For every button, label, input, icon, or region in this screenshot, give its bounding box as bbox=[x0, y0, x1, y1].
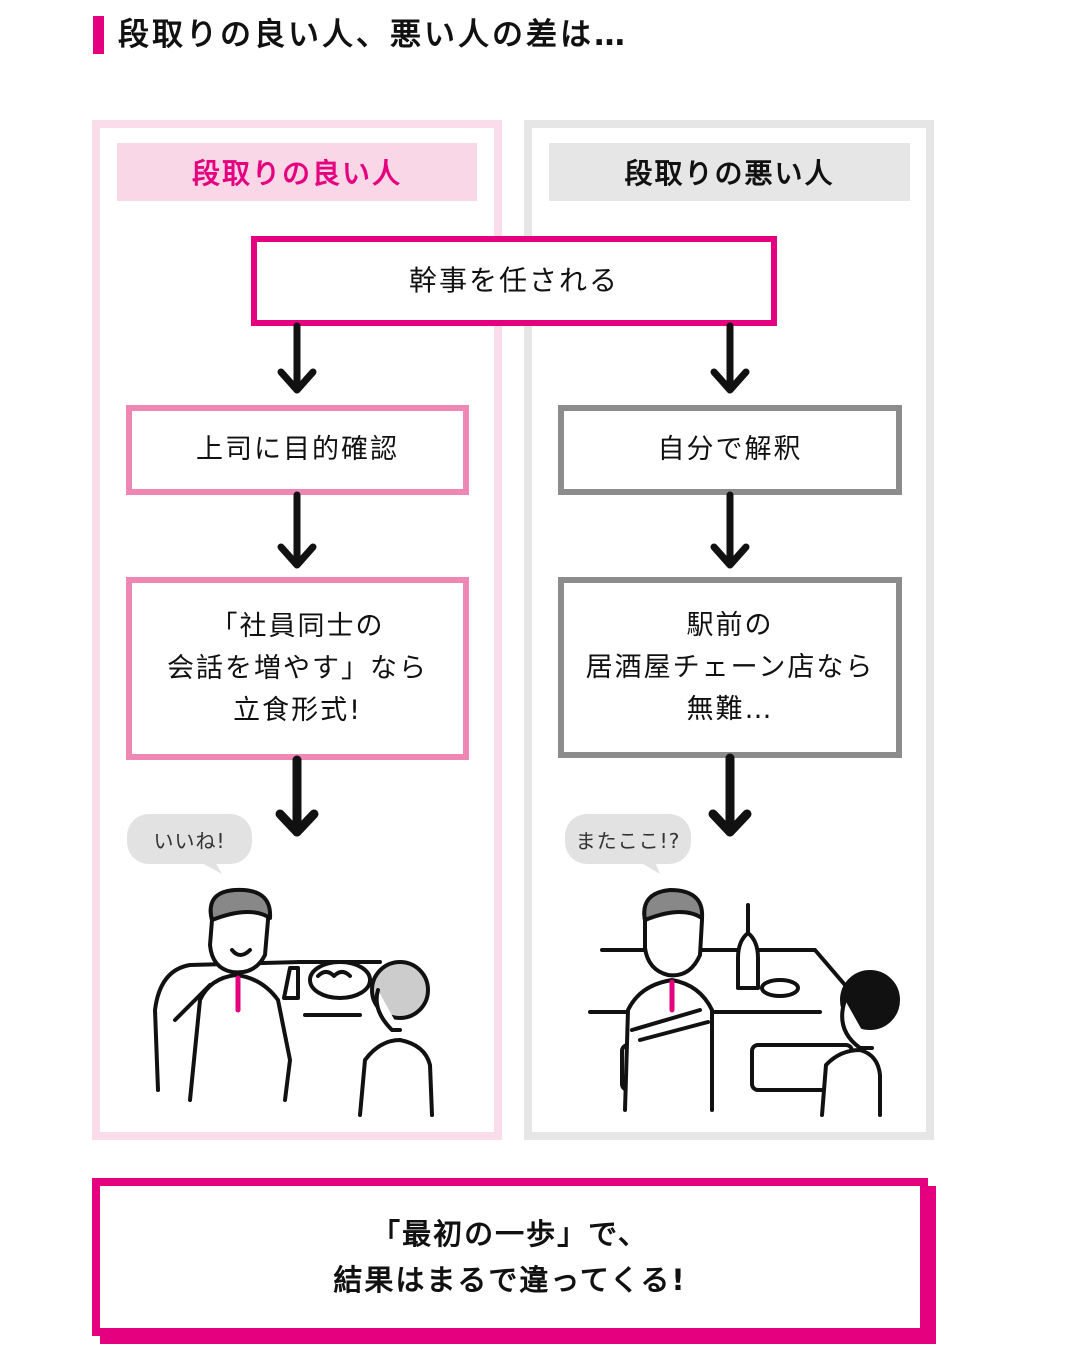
start-box: 幹事を任される bbox=[251, 236, 777, 326]
food-bowl-icon bbox=[308, 960, 372, 1000]
bad-step-1: 自分で解釈 bbox=[558, 405, 902, 495]
boss-body bbox=[188, 973, 292, 1102]
good-step-1: 上司に目的確認 bbox=[126, 405, 469, 495]
speech-bubble-bad: またここ!? bbox=[565, 814, 691, 864]
plate-icon bbox=[760, 978, 800, 998]
guest-head bbox=[370, 960, 430, 1020]
arrow-good-1 bbox=[277, 322, 317, 394]
worried-guest-head bbox=[840, 970, 900, 1030]
bad-column-header: 段取りの悪い人 bbox=[549, 143, 910, 201]
summary-box: 「最初の一歩」で、 結果はまるで違ってくる! bbox=[92, 1178, 928, 1336]
thumbs-up-icon bbox=[282, 966, 300, 1000]
boss-body-bad bbox=[623, 978, 714, 1112]
illustration-bad-izakaya bbox=[588, 888, 900, 1117]
speech-bubble-good: いいね! bbox=[127, 814, 252, 864]
arrow-good-2 bbox=[277, 491, 317, 569]
worried-guest-body bbox=[820, 1048, 882, 1117]
arrow-bad-2 bbox=[710, 491, 750, 569]
page-title: 段取りの良い人、悪い人の差は… bbox=[118, 17, 628, 53]
guest-body bbox=[358, 1038, 434, 1117]
good-step-2: 「社員同士の 会話を増やす」なら 立食形式! bbox=[126, 577, 469, 760]
bottle-icon bbox=[736, 903, 760, 990]
title-accent-bar bbox=[93, 16, 104, 54]
arrow-bad-3 bbox=[708, 753, 752, 837]
illustration-good-party bbox=[153, 887, 434, 1117]
arrow-good-3 bbox=[275, 755, 319, 837]
good-column-header: 段取りの良い人 bbox=[117, 143, 477, 201]
arrow-bad-1 bbox=[710, 322, 750, 394]
